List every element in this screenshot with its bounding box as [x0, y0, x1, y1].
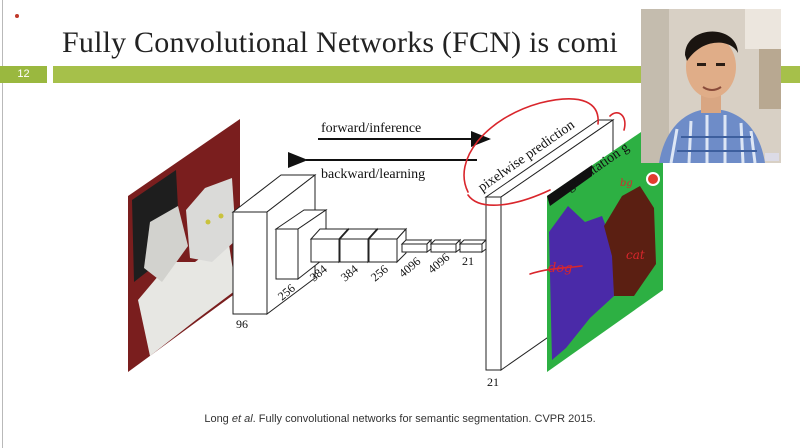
layer-label-96: 96: [236, 317, 248, 331]
title-accent-bar: [53, 66, 800, 83]
ink-dog-label: dog: [548, 261, 572, 276]
slide-left-border: [2, 0, 3, 448]
presenter-video-frame: [641, 9, 781, 163]
layer-label-21: 21: [462, 254, 474, 268]
forward-label: forward/inference: [321, 121, 421, 136]
fc-box-21: [458, 238, 488, 253]
ink-cat-label: cat: [626, 248, 645, 262]
citation: Long et al. Fully convolutional networks…: [0, 413, 800, 425]
output-label-21: 21: [487, 375, 499, 389]
layer-label-256b: 256: [368, 262, 391, 284]
slide-number: 12: [0, 66, 47, 83]
fc-box-4096a: [400, 238, 433, 253]
laser-pointer-dot: [646, 172, 660, 186]
ink-circle-stroke-1: [463, 98, 599, 193]
ink-circle-stroke-2: [467, 189, 551, 206]
pointer-dot: [15, 14, 19, 18]
backward-label: backward/learning: [321, 167, 425, 182]
video-status-badge: [765, 153, 779, 161]
citation-text: . Fully convolutional networks for seman…: [252, 413, 596, 425]
layer-label-384b: 384: [338, 262, 361, 284]
layer-label-4096b: 4096: [425, 250, 452, 276]
segmentation-output: [547, 117, 663, 372]
ink-circle-stroke-3: [609, 112, 626, 131]
citation-author: Long: [204, 413, 229, 425]
slide-title: Fully Convolutional Networks (FCN) is co…: [62, 26, 618, 59]
ink-annotations: [463, 98, 626, 275]
citation-etal: et al: [231, 413, 253, 425]
ink-bg-label: bg: [620, 178, 633, 189]
ink-dog-stroke: [529, 265, 583, 275]
conv-box-256b: [367, 227, 408, 264]
fc-box-4096b: [429, 238, 462, 253]
input-image: [128, 119, 240, 372]
webcam-video-feed: [641, 9, 781, 163]
